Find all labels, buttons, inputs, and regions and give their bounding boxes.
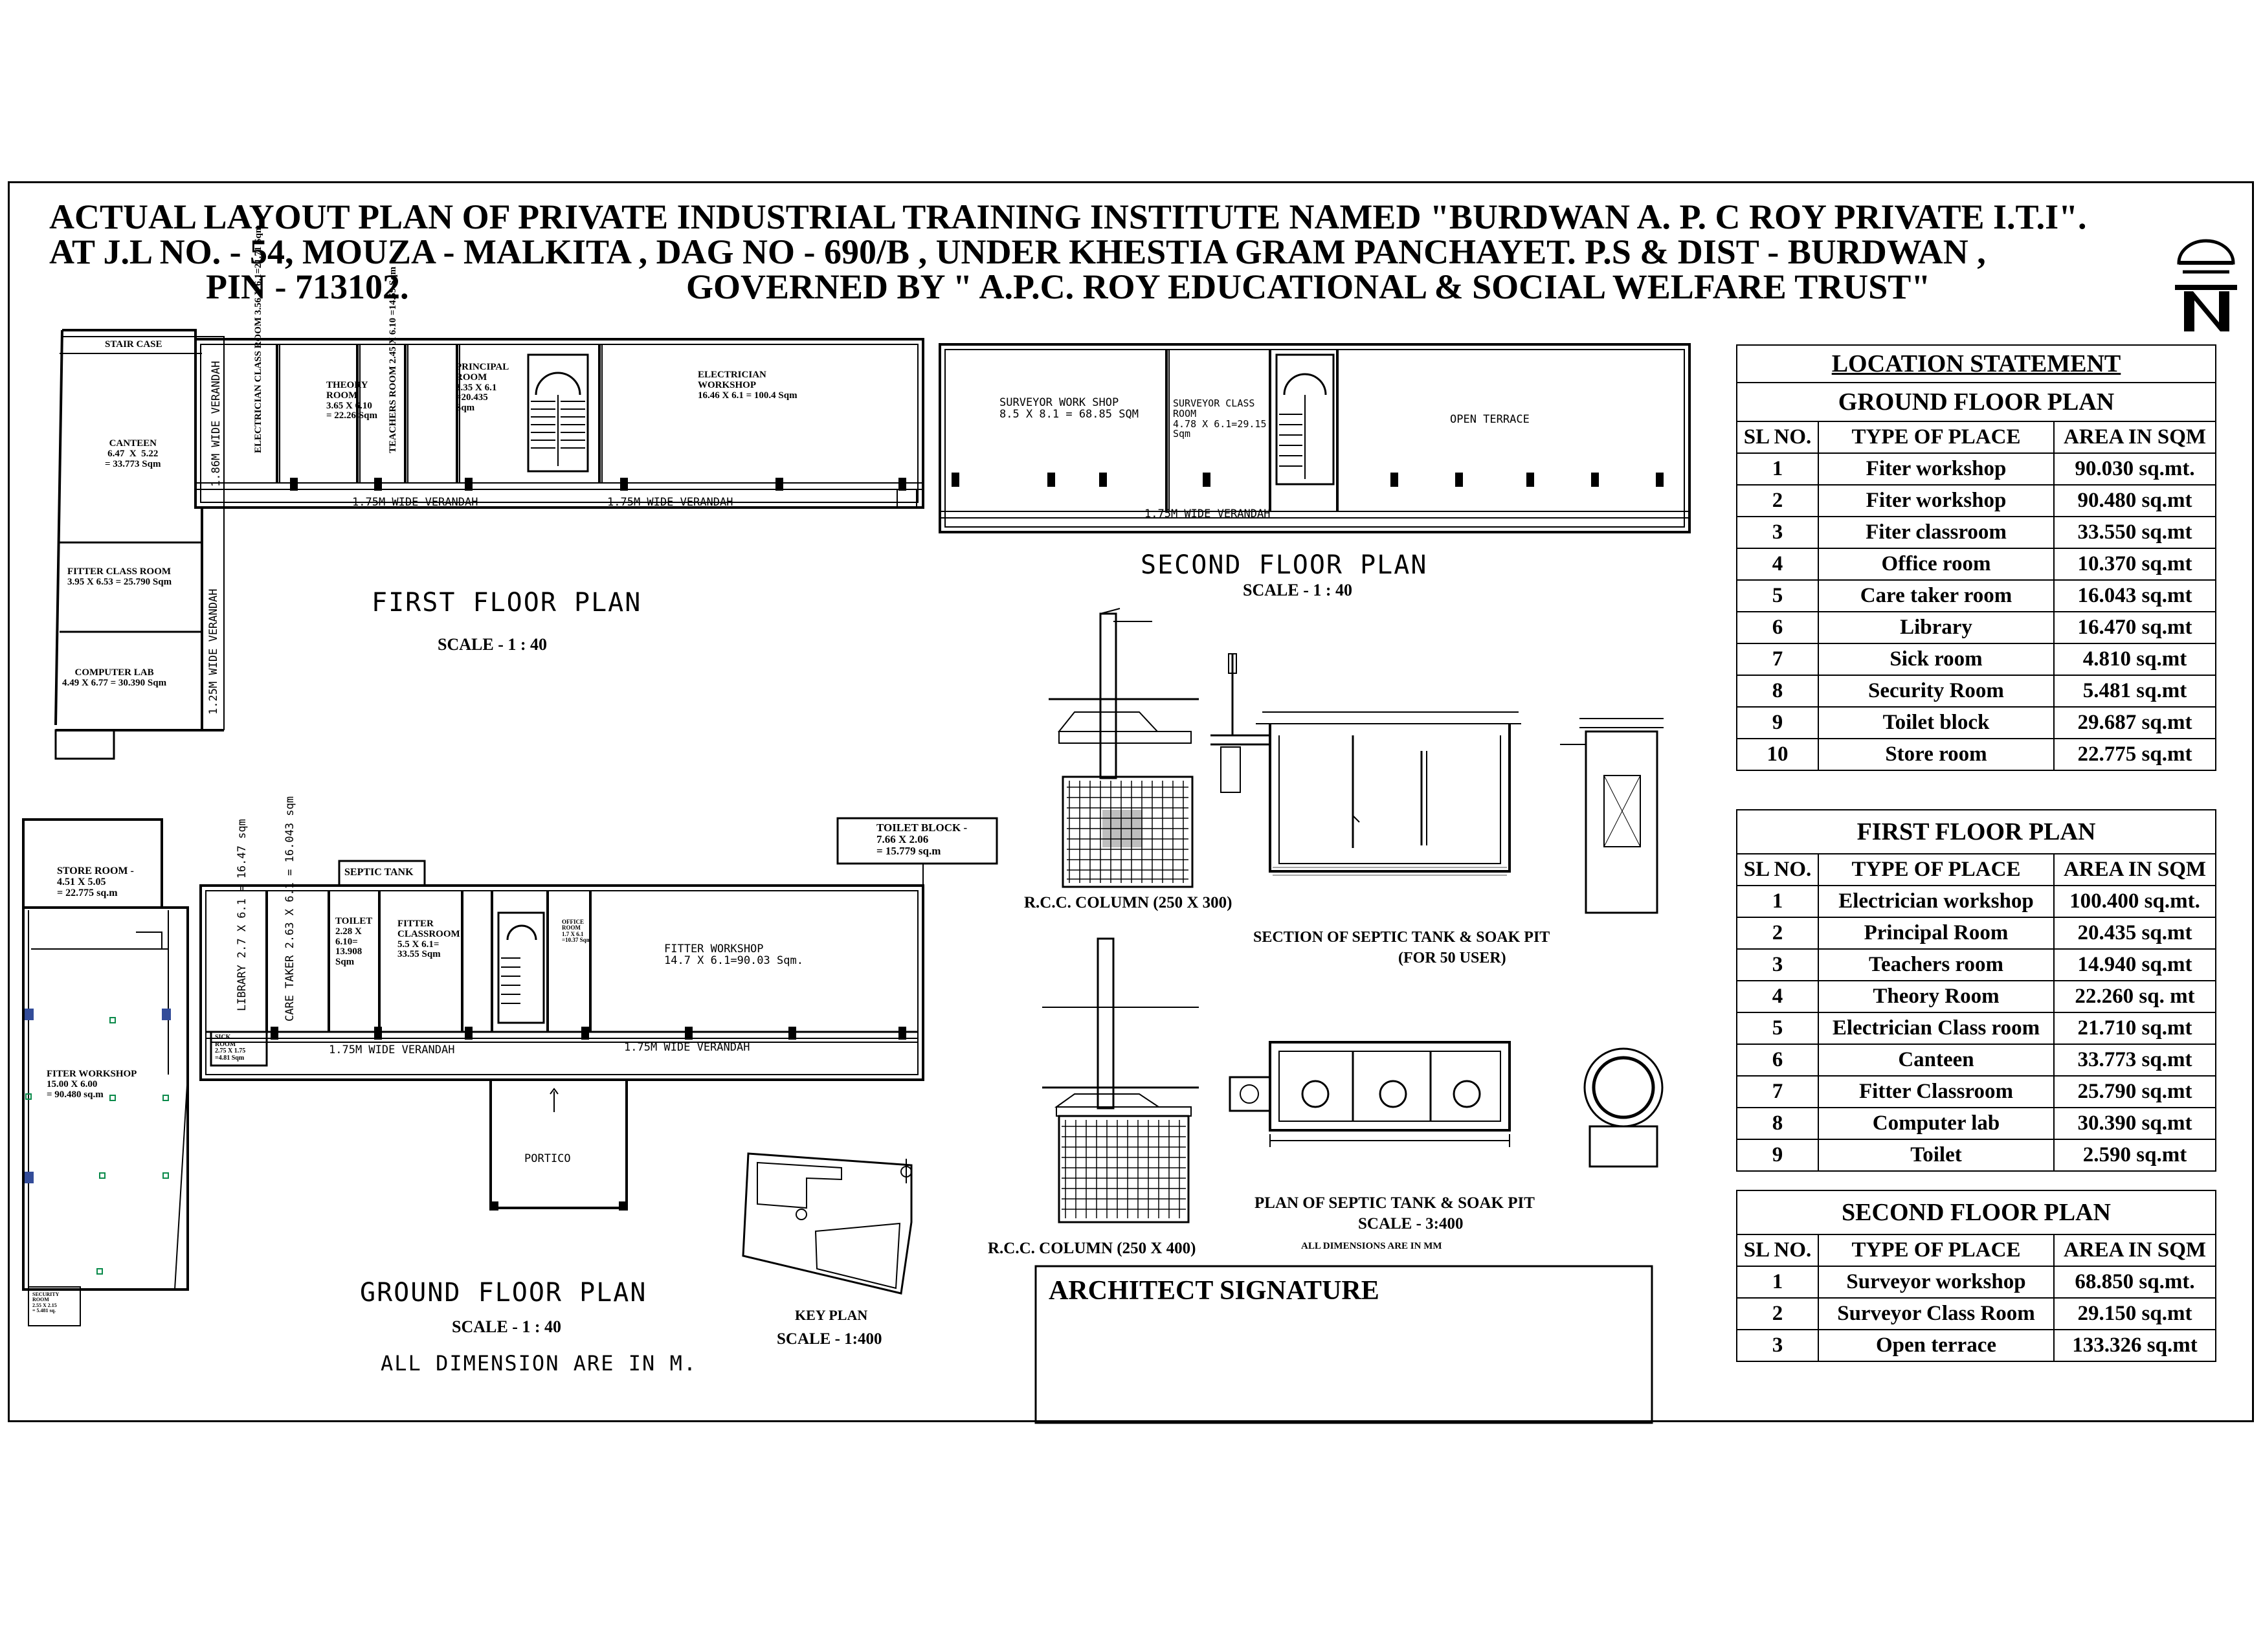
first-floor-scale: SCALE - 1 : 40	[438, 635, 548, 654]
septic-section-sub-label: (FOR 50 USER)	[1398, 950, 1506, 966]
ground-fitter-workshop-left-label: FITER WORKSHOP 15.00 X 6.00 = 90.480 sq.…	[47, 1069, 137, 1100]
septic-plan-note: ALL DIMENSIONS ARE IN MM	[1301, 1241, 1442, 1251]
septic-section-label: SECTION OF SEPTIC TANK & SOAK PIT	[1253, 929, 1550, 946]
first-floor-title: FIRST FLOOR PLAN	[372, 588, 642, 618]
septic-plan-scale: SCALE - 3:400	[1358, 1215, 1464, 1233]
architect-signature-label: ARCHITECT SIGNATURE	[1049, 1276, 1379, 1306]
location-heading: LOCATION STATEMENT	[1736, 344, 2216, 383]
ground-verandah-b: 1.75M WIDE VERANDAH	[624, 1041, 750, 1054]
table-header-row: SL NO. TYPE OF PLACE AREA IN SQM	[1736, 421, 2216, 454]
first-table-title: FIRST FLOOR PLAN	[1736, 809, 2216, 854]
ground-fitter-workshop-label: FITTER WORKSHOP 14.7 X 6.1=90.03 Sqm.	[664, 943, 803, 967]
ground-sick-room-label: SICK ROOM 2.75 X 1.75 =4.81 Sqm	[215, 1034, 246, 1062]
first-verandah-b: 1.75M WIDE VERANDAH	[607, 496, 733, 509]
ground-toilet-label: TOILET 2.28 X 6.10= 13.908 Sqm	[335, 916, 373, 967]
title-line-1: ACTUAL LAYOUT PLAN OF PRIVATE INDUSTRIAL…	[49, 197, 2087, 236]
first-teachers-room-label: TEACHERS ROOM 2.45 X 6.10 =14.59 Sqm	[388, 266, 398, 453]
ground-septic-tank-label: SEPTIC TANK	[344, 867, 414, 878]
ground-toilet-block-label: TOILET BLOCK - 7.66 X 2.06 = 15.779 sq.m	[876, 821, 968, 857]
first-electrician-class-label: ELECTRICIAN CLASS ROOM 3.56 X 6.1=21.71 …	[253, 225, 263, 453]
title-line-3-pin: PIN - 713102.	[206, 267, 409, 306]
first-canteen-label: CANTEEN 6.47 X 5.22 = 33.773 Sqm	[105, 438, 161, 469]
first-fitter-class-label: FITTER CLASS ROOM 3.95 X 6.53 = 25.790 S…	[67, 566, 172, 587]
title-line-2: AT J.L NO. - 54, MOUZA - MALKITA , DAG N…	[49, 232, 1986, 271]
table-header-row: SL NO. TYPE OF PLACE AREA IN SQM	[1736, 1234, 2216, 1267]
ground-security-room-label: SECURITY ROOM 2.55 X 2.15 = 5.481 sq.	[32, 1291, 60, 1314]
location-statement-second-table: SECOND FLOOR PLAN SL NO. TYPE OF PLACE A…	[1736, 1190, 2216, 1362]
location-statement-ground-table: LOCATION STATEMENT GROUND FLOOR PLAN SL …	[1736, 344, 2216, 771]
second-surveyor-class-label: SURVEYOR CLASS ROOM 4.78 X 6.1=29.15 Sqm	[1173, 397, 1267, 440]
ground-store-room-label: STORE ROOM - 4.51 X 5.05 = 22.775 sq.m	[57, 865, 134, 899]
ground-care-taker-label: CARE TAKER 2.63 X 6.1 = 16.043 sqm	[284, 796, 296, 1021]
ground-office-room-label: OFFICE ROOM 1.7 X 6.1 =10.37 Sqm	[562, 919, 592, 944]
first-stair-label: STAIR CASE	[105, 339, 162, 350]
first-computer-lab-label: COMPUTER LAB 4.49 X 6.77 = 30.390 Sqm	[62, 667, 167, 688]
second-open-terrace-label: OPEN TERRACE	[1450, 413, 1530, 426]
first-electrician-workshop-label: ELECTRICIAN WORKSHOP 16.46 X 6.1 = 100.4…	[698, 370, 797, 401]
ground-floor-title: GROUND FLOOR PLAN	[360, 1278, 647, 1308]
location-statement-first-table: FIRST FLOOR PLAN SL NO. TYPE OF PLACE AR…	[1736, 809, 2216, 1172]
second-table-title: SECOND FLOOR PLAN	[1736, 1190, 2216, 1235]
first-verandah-a: 1.75M WIDE VERANDAH	[352, 496, 478, 509]
key-plan-scale: SCALE - 1:400	[777, 1330, 882, 1348]
second-floor-scale: SCALE - 1 : 40	[1243, 581, 1353, 599]
second-verandah: 1.75M WIDE VERANDAH	[1144, 508, 1271, 520]
first-theory-room-label: THEORY ROOM 3.65 X 6.10 = 22.26 Sqm	[326, 380, 377, 421]
first-principal-room-label: PRINCIPAL ROOM 3.35 X 6.1 =20.435 Sqm	[456, 362, 509, 413]
table-header-row: SL NO. TYPE OF PLACE AREA IN SQM	[1736, 853, 2216, 886]
ground-dimension-note: ALL DIMENSION ARE IN M.	[381, 1351, 698, 1376]
key-plan-label: KEY PLAN	[795, 1307, 868, 1323]
rcc-column-2-label: R.C.C. COLUMN (250 X 400)	[988, 1240, 1196, 1257]
ground-portico-label: PORTICO	[524, 1152, 571, 1165]
ground-table-title: GROUND FLOOR PLAN	[1736, 382, 2216, 422]
ground-verandah-a: 1.75M WIDE VERANDAH	[329, 1044, 455, 1056]
title-line-3-trust: GOVERNED BY " A.P.C. ROY EDUCATIONAL & S…	[686, 267, 1931, 306]
rcc-column-1-label: R.C.C. COLUMN (250 X 300)	[1024, 894, 1232, 911]
second-floor-title: SECOND FLOOR PLAN	[1141, 550, 1428, 580]
ground-library-label: LIBRARY 2.7 X 6.1 = 16.47 sqm	[236, 819, 249, 1011]
first-verandah-left-2: 1.25M WIDE VERANDAH	[207, 588, 220, 715]
septic-plan-label: PLAN OF SEPTIC TANK & SOAK PIT	[1254, 1194, 1535, 1212]
second-surveyor-workshop-label: SURVEYOR WORK SHOP 8.5 X 8.1 = 68.85 SQM	[999, 396, 1139, 421]
ground-floor-scale: SCALE - 1 : 40	[452, 1317, 562, 1336]
ground-fitter-classroom-label: FITTER CLASSROOM 5.5 X 6.1= 33.55 Sqm	[397, 919, 460, 960]
first-verandah-left: 1.86M WIDE VERANDAH	[210, 361, 223, 487]
